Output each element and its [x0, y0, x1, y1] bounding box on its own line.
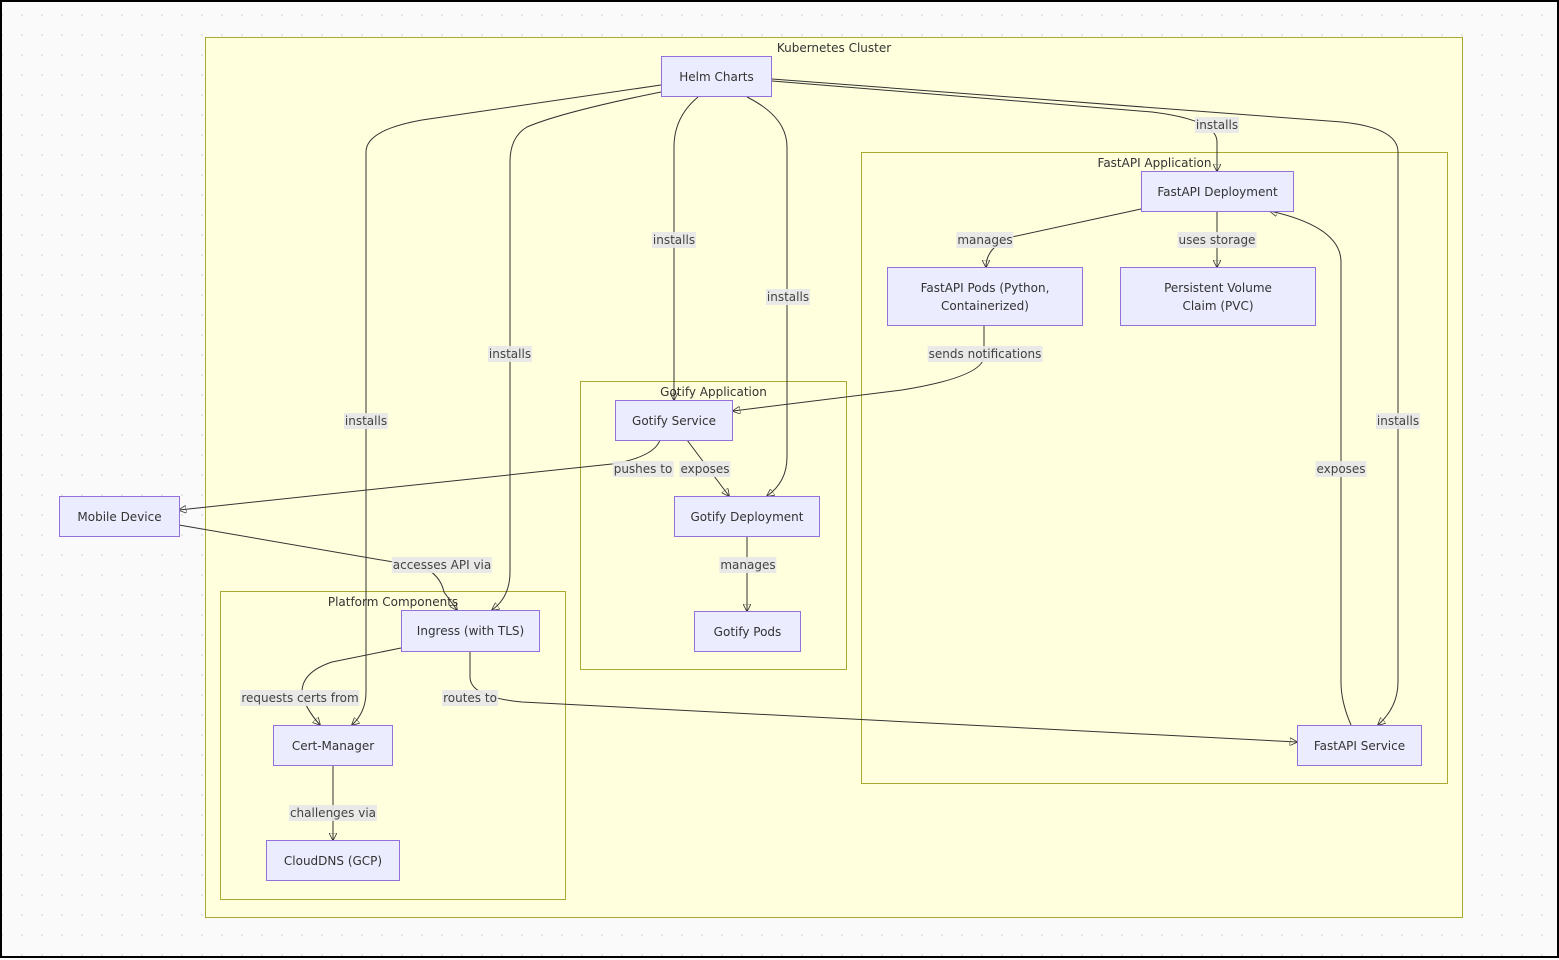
edge-label-exposes: exposes: [1315, 461, 1367, 477]
node-fastapi-service-label: FastAPI Service: [1313, 738, 1406, 753]
node-gotify-pods-label: Gotify Pods: [713, 624, 782, 639]
node-gotify-service[interactable]: Gotify Service: [615, 400, 733, 441]
edge-label-manages: manages: [956, 232, 1014, 248]
edge-helm-gotifyservice: [674, 96, 699, 400]
node-clouddns-label: CloudDNS (GCP): [283, 853, 383, 868]
cluster-gotify-label: Gotify Application: [660, 385, 767, 399]
node-gotify-service-label: Gotify Service: [632, 413, 716, 428]
node-pvc[interactable]: Persistent Volume Claim (PVC): [1120, 267, 1316, 326]
edge-helm-fastapiservice: [771, 78, 1399, 725]
node-ingress-label: Ingress (with TLS): [416, 624, 525, 638]
edge-helm-gotifydeployment: [746, 96, 788, 496]
node-helm-charts-label: Helm Charts: [679, 69, 754, 84]
edge-ingress-fastapiservice: [469, 652, 1297, 742]
node-fastapi-deployment-label: FastAPI Deployment: [1157, 184, 1278, 199]
edge-label-challenges-via: challenges via: [288, 805, 378, 821]
edge-label-manages: manages: [719, 557, 777, 573]
edge-label-installs: installs: [1194, 117, 1240, 133]
edge-fastapiservice-fastapideployment: [1270, 211, 1352, 726]
edge-pods-gotifyservice: [733, 325, 985, 411]
node-fastapi-pods-label: FastAPI Pods (Python, Containerized): [920, 280, 1050, 313]
edge-gotifyservice-mobile: [179, 439, 661, 510]
node-ingress[interactable]: Ingress (with TLS): [401, 610, 540, 652]
node-cert-manager-label: Cert-Manager: [291, 738, 375, 753]
edge-label-installs: installs: [343, 413, 389, 429]
edge-label-installs: installs: [765, 289, 811, 305]
node-gotify-deployment[interactable]: Gotify Deployment: [674, 496, 820, 537]
edge-label-installs: installs: [651, 232, 697, 248]
edge-label-routes-to: routes to: [442, 690, 498, 706]
edge-label-uses-storage: uses storage: [1177, 232, 1257, 248]
node-helm-charts[interactable]: Helm Charts: [661, 56, 772, 97]
cluster-platform-label: Platform Components: [327, 595, 459, 609]
node-fastapi-service[interactable]: FastAPI Service: [1297, 725, 1422, 766]
edge-label-accesses-api-via: accesses API via: [391, 557, 493, 573]
edge-label-sends-notifications: sends notifications: [927, 346, 1043, 362]
node-pvc-label: Persistent Volume Claim (PVC): [1164, 280, 1272, 313]
edge-helm-ingress: [492, 91, 662, 610]
cluster-fastapi-label: FastAPI Application: [1097, 156, 1212, 170]
node-gotify-pods[interactable]: Gotify Pods: [694, 611, 801, 652]
node-gotify-deployment-label: Gotify Deployment: [690, 509, 804, 524]
edge-label-installs: installs: [1375, 413, 1421, 429]
edge-label-installs: installs: [487, 346, 533, 362]
cluster-kubernetes-label: Kubernetes Cluster: [776, 41, 892, 55]
edge-label-exposes: exposes: [679, 461, 731, 477]
node-fastapi-deployment[interactable]: FastAPI Deployment: [1141, 171, 1294, 212]
node-mobile-device-label: Mobile Device: [77, 509, 162, 524]
node-mobile-device[interactable]: Mobile Device: [59, 496, 180, 537]
edge-label-pushes-to: pushes to: [612, 461, 674, 477]
edge-label-requests-certs-from: requests certs from: [240, 690, 360, 706]
edge-helm-fastapideployment: [771, 80, 1217, 171]
node-cert-manager[interactable]: Cert-Manager: [273, 725, 393, 766]
edge-helm-certmanager: [352, 84, 662, 725]
edge-ingress-certmanager: [301, 647, 402, 725]
node-clouddns[interactable]: CloudDNS (GCP): [266, 840, 400, 881]
node-fastapi-pods[interactable]: FastAPI Pods (Python, Containerized): [887, 267, 1083, 326]
